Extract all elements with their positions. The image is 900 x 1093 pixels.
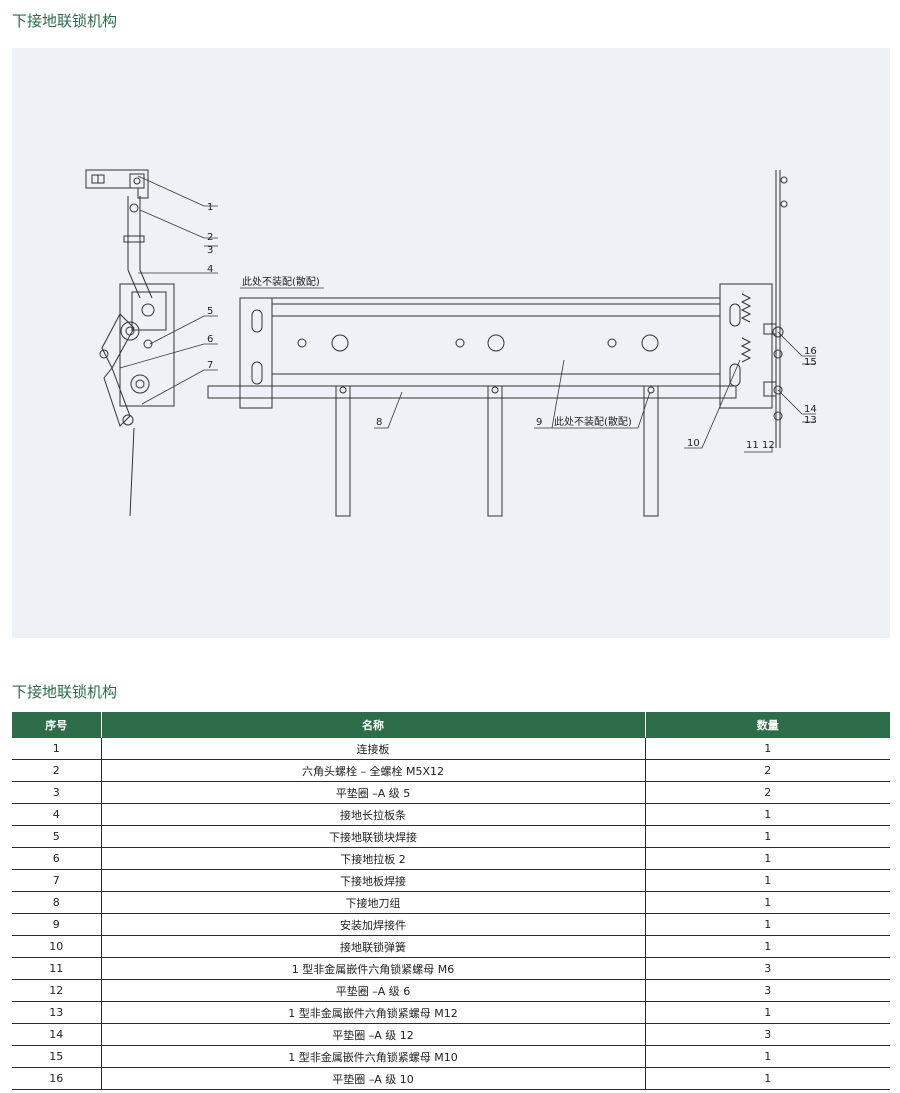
callout-13: 13 [804,415,817,426]
technical-drawing-svg [85,169,816,517]
cell-quantity: 3 [645,1023,890,1046]
callout-5: 5 [207,306,213,317]
cell-name: 安装加焊接件 [101,913,646,936]
cell-index: 2 [12,759,102,782]
grounding-blades [335,385,659,517]
cell-quantity: 1 [645,1045,890,1068]
callout-9: 9 [536,417,542,428]
callout-3: 3 [207,245,213,256]
cell-name: 下接地联锁块焊接 [101,825,646,848]
cell-name: 接地联锁弹簧 [101,935,646,958]
cell-name: 六角头螺栓 – 全螺栓 M5X12 [101,759,646,782]
callout-4: 4 [207,264,213,275]
header-index: 序号 [12,712,102,738]
note-not-assembled-bottom: 此处不装配(散配) [554,415,632,428]
callout-10: 10 [687,438,700,449]
callout-12: 12 [762,440,775,451]
cell-index: 5 [12,825,102,848]
cell-quantity: 1 [645,1067,890,1090]
cell-quantity: 1 [645,891,890,914]
cell-name: 平垫圈 –A 级 5 [101,781,646,804]
callout-16: 16 [804,346,817,357]
cell-index: 14 [12,1023,102,1046]
cell-index: 4 [12,803,102,826]
cell-quantity: 1 [645,825,890,848]
connecting-plate [85,169,149,199]
mechanism-drawing: 1 2 3 4 5 6 7 8 9 10 11 12 13 14 15 16 此… [12,48,890,638]
cell-index: 8 [12,891,102,914]
cell-index: 13 [12,1001,102,1024]
callout-7: 7 [207,360,213,371]
cell-index: 3 [12,781,102,804]
cell-name: 下接地板焊接 [101,869,646,892]
interlock-block [99,283,175,517]
cell-name: 1 型非金属嵌件六角锁紧螺母 M12 [101,1001,646,1024]
cell-name: 接地长拉板条 [101,803,646,826]
drawing-labels: 1 2 3 4 5 6 7 8 9 10 11 12 13 14 15 16 此… [207,202,817,451]
table-header-row: 序号 名称 数量 [12,712,890,738]
cell-quantity: 1 [645,847,890,870]
callout-1: 1 [207,202,213,213]
cell-quantity: 1 [645,738,890,760]
cell-index: 6 [12,847,102,870]
callout-15: 15 [804,357,817,368]
callout-14: 14 [804,404,817,415]
cell-index: 9 [12,913,102,936]
cell-quantity: 1 [645,913,890,936]
cell-name: 平垫圈 –A 级 10 [101,1067,646,1090]
right-assembly [719,170,788,448]
cell-quantity: 3 [645,979,890,1002]
header-name: 名称 [101,712,646,738]
cell-index: 16 [12,1067,102,1090]
table-title: 下接地联锁机构 [12,683,118,701]
cell-quantity: 3 [645,957,890,980]
cell-name: 下接地拉板 2 [101,847,646,870]
note-not-assembled-top: 此处不装配(散配) [242,275,320,288]
page-title: 下接地联锁机构 [12,12,118,30]
cell-quantity: 1 [645,935,890,958]
leader-lines [119,175,816,453]
header-quantity: 数量 [645,712,890,738]
cell-quantity: 2 [645,781,890,804]
cell-index: 1 [12,738,102,760]
cell-name: 下接地刀组 [101,891,646,914]
cell-quantity: 1 [645,869,890,892]
cell-name: 1 型非金属嵌件六角锁紧螺母 M10 [101,1045,646,1068]
cell-index: 11 [12,957,102,980]
cell-index: 10 [12,935,102,958]
callout-2: 2 [207,232,213,243]
cell-name: 平垫圈 –A 级 12 [101,1023,646,1046]
cell-index: 12 [12,979,102,1002]
cell-name: 平垫圈 –A 级 6 [101,979,646,1002]
cell-quantity: 1 [645,803,890,826]
cell-index: 7 [12,869,102,892]
callout-8: 8 [376,417,382,428]
callout-11: 11 [746,440,759,451]
cell-quantity: 2 [645,759,890,782]
cell-name: 1 型非金属嵌件六角锁紧螺母 M6 [101,957,646,980]
callout-6: 6 [207,334,213,345]
cell-name: 连接板 [101,738,646,760]
cell-index: 15 [12,1045,102,1068]
cell-quantity: 1 [645,1001,890,1024]
